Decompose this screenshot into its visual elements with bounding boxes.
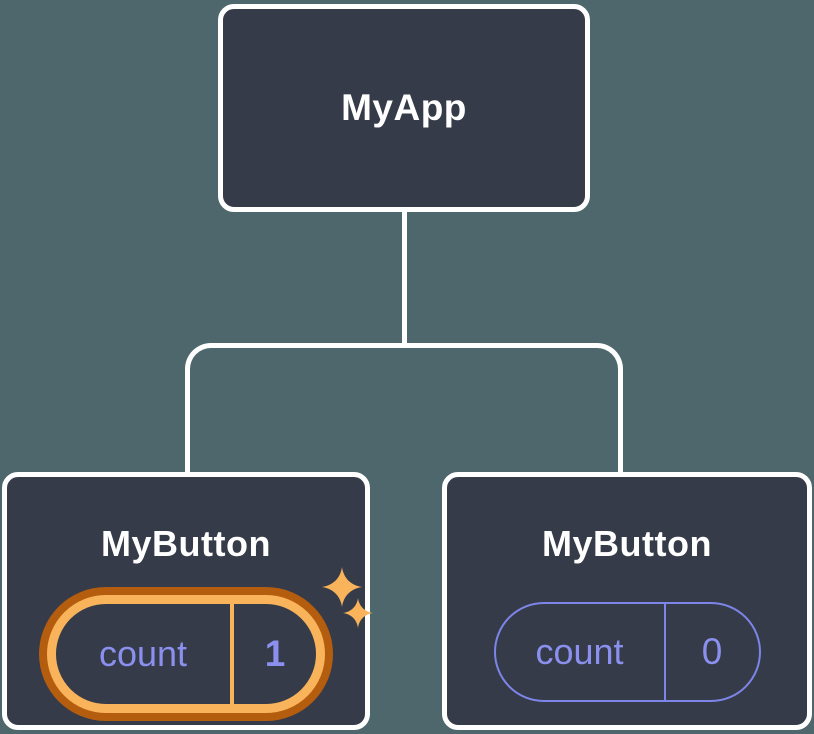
- sparkle-icon: [343, 598, 373, 628]
- state-key-cell: count: [56, 604, 230, 704]
- connector-trunk: [402, 210, 407, 345]
- state-key-cell: count: [496, 604, 664, 700]
- child-node-label: MyButton: [542, 523, 712, 564]
- state-key-label: count: [535, 631, 624, 672]
- state-value: 1: [264, 633, 286, 674]
- state-value-cell: 1: [234, 604, 316, 704]
- root-node-myapp: MyApp: [218, 4, 590, 212]
- sparkle-icon: [322, 567, 362, 607]
- connector-branch: [185, 343, 623, 472]
- pill-divider: [230, 604, 234, 704]
- state-pill-highlighted: count 1: [47, 595, 325, 713]
- child-node-mybutton-left: MyButton count 1: [2, 472, 373, 730]
- child-node-mybutton-right: MyButton count 0: [442, 472, 812, 730]
- state-pill: count 0: [493, 602, 761, 702]
- state-key-label: count: [98, 633, 188, 674]
- state-value-cell: 0: [663, 604, 759, 700]
- root-node-label: MyApp: [341, 87, 467, 128]
- state-value: 0: [701, 631, 723, 672]
- child-node-label: MyButton: [101, 523, 271, 564]
